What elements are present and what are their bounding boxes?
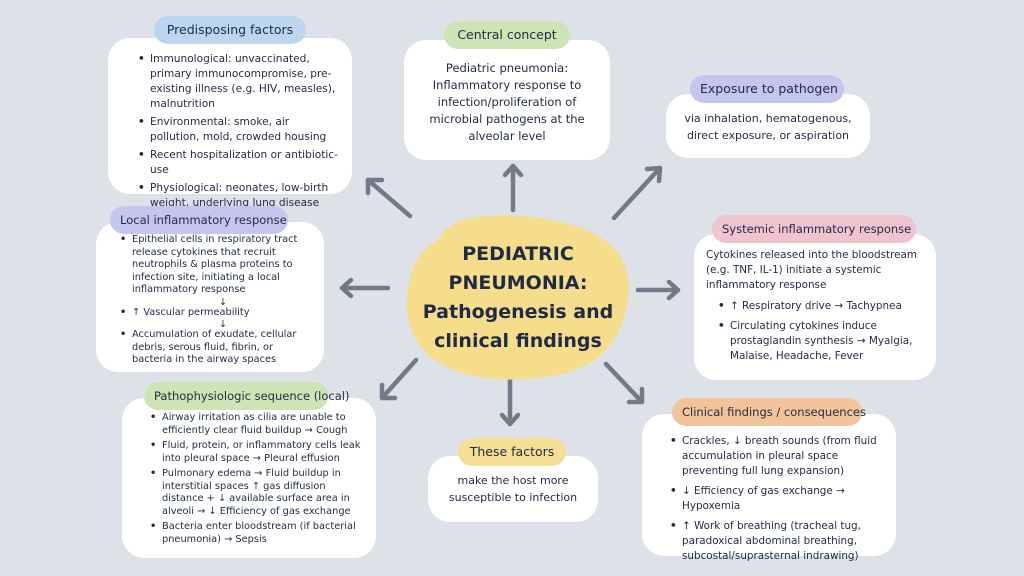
clinical-title: Clinical findings / consequences (672, 398, 866, 426)
central-concept-title: Central concept (444, 21, 570, 49)
central-concept-text: Pediatric pneumonia: Inflammatory respon… (429, 61, 585, 143)
pathophysiologic-item: Bacteria enter bloodstream (if bacterial… (150, 521, 368, 546)
local-arrow-2: ↓ (218, 318, 228, 330)
central-title-line-3: Pathogenesis and (422, 301, 614, 323)
arrow-to-systemic (635, 279, 681, 301)
exposure-text: via inhalation, hematogenous, direct exp… (684, 112, 852, 142)
predisposing-title: Predisposing factors (154, 16, 306, 44)
central-title-line-4: clinical findings (434, 330, 602, 352)
central-concept-card: Pediatric pneumonia: Inflammatory respon… (404, 40, 610, 160)
arrow-to-central-concept (502, 163, 524, 213)
pathophysiologic-item: Airway irritation as cilia are unable to… (150, 412, 368, 437)
local-inflammatory-title: Local inflammatory response (110, 206, 288, 234)
central-title-line-1: PEDIATRIC (462, 243, 574, 265)
arrow-to-local-inflammatory (339, 277, 391, 299)
these-factors-title: These factors (458, 438, 566, 466)
systemic-card: Cytokines released into the bloodstream … (694, 234, 936, 380)
predisposing-item: Recent hospitalization or antibiotic-use (138, 148, 338, 178)
predisposing-item: Environmental: smoke, air pollution, mol… (138, 115, 338, 145)
central-title: PEDIATRIC PNEUMONIA: Pathogenesis and cl… (418, 240, 618, 356)
clinical-item: ↓ Efficiency of gas exchange → Hypoxemia (670, 484, 886, 514)
pathophysiologic-title: Pathophysiologic sequence (local) (144, 382, 349, 410)
exposure-title: Exposure to pathogen (690, 75, 844, 103)
arrow-to-exposure (611, 165, 663, 221)
systemic-intro: Cytokines released into the bloodstream … (706, 249, 917, 291)
central-title-line-2: PNEUMONIA: (448, 272, 588, 294)
these-factors-text: make the host more susceptible to infect… (448, 474, 578, 504)
systemic-title: Systemic inflammatory response (712, 215, 916, 243)
down-arrow-icon: ↓ (132, 319, 314, 332)
arrow-to-predisposing (365, 177, 413, 219)
arrow-to-pathophysiologic (379, 357, 419, 401)
local-inflammatory-item: Epithelial cells in respiratory tract re… (120, 234, 314, 297)
predisposing-card: Immunological: unvaccinated, primary imm… (108, 38, 352, 209)
pathophysiologic-card: Airway irritation as cilia are unable to… (122, 398, 376, 558)
systemic-item: ↑ Respiratory drive → Tachypnea (718, 299, 926, 314)
clinical-item: Crackles, ↓ breath sounds (from fluid ac… (670, 434, 886, 479)
arrow-to-clinical (603, 361, 645, 405)
local-inflammatory-card: Epithelial cells in respiratory tract re… (96, 222, 324, 372)
pathophysiologic-item: Pulmonary edema → Fluid buildup in inter… (150, 468, 368, 518)
local-inflammatory-item: ↑ Vascular permeability (120, 307, 314, 320)
clinical-item: ↑ Work of breathing (tracheal tug, parad… (670, 519, 886, 564)
local-inflammatory-item: Accumulation of exudate, cellular debris… (120, 329, 314, 367)
clinical-card: Crackles, ↓ breath sounds (from fluid ac… (642, 414, 896, 562)
systemic-item: Circulating cytokines induce prostagland… (718, 319, 926, 364)
pathophysiologic-item: Fluid, protein, or inflammatory cells le… (150, 440, 368, 465)
predisposing-item: Immunological: unvaccinated, primary imm… (138, 52, 338, 112)
exposure-card: via inhalation, hematogenous, direct exp… (666, 94, 870, 158)
local-arrow-1: ↓ (218, 296, 228, 308)
these-factors-card: make the host more susceptible to infect… (428, 456, 598, 522)
down-arrow-icon: ↓ (132, 297, 314, 310)
arrow-to-these-factors (499, 377, 521, 427)
